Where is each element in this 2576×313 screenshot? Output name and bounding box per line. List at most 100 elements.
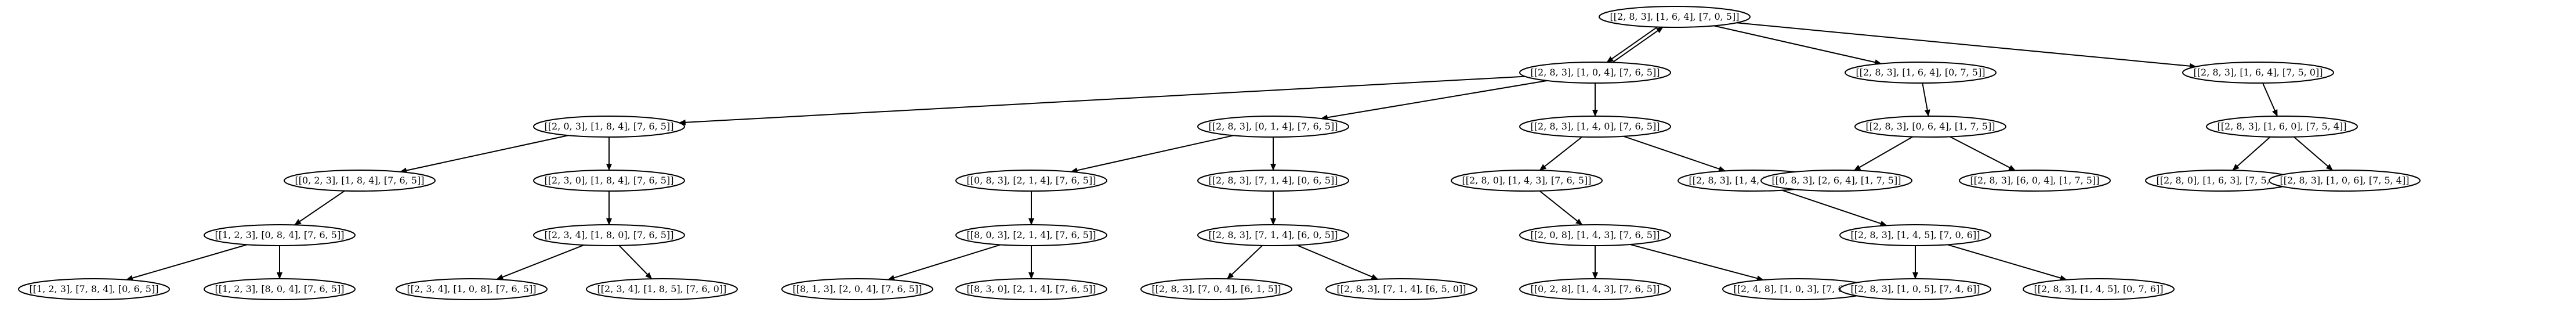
node-label: [[2, 0, 8], [1, 4, 3], [7, 6, 5]] — [1531, 229, 1660, 240]
edge-arrow — [400, 135, 569, 174]
state-node: [[2, 0, 3], [1, 8, 4], [7, 6, 5]] — [533, 116, 685, 138]
state-node: [[2, 3, 4], [1, 0, 8], [7, 6, 5]] — [396, 278, 548, 300]
node-ellipse — [1197, 116, 1349, 138]
state-node: [[1, 2, 3], [0, 8, 4], [7, 6, 5]] — [204, 224, 356, 246]
node-label: [[2, 8, 3], [1, 4, 5], [0, 7, 6]] — [2034, 283, 2164, 294]
edge-arrow — [1539, 136, 1583, 171]
node-ellipse — [204, 278, 356, 300]
edge-arrow — [1296, 244, 1379, 280]
node-ellipse — [1140, 278, 1292, 300]
node-label: [[2, 4, 8], [1, 0, 3], [7, 6, 5]] — [1734, 283, 1863, 294]
node-label: [[2, 3, 4], [1, 0, 8], [7, 6, 5]] — [407, 283, 537, 294]
state-node: [[0, 8, 3], [2, 6, 4], [1, 7, 5]] — [1760, 170, 1912, 192]
node-label: [[2, 8, 3], [1, 0, 6], [7, 5, 4]] — [2280, 175, 2410, 186]
edges-layer — [125, 22, 2334, 282]
node-ellipse — [2182, 62, 2334, 84]
node-ellipse — [1519, 278, 1671, 300]
edge-arrow — [1950, 136, 2016, 171]
state-node: [[2, 8, 3], [7, 1, 4], [6, 0, 5]] — [1197, 224, 1349, 246]
node-label: [[2, 8, 3], [7, 0, 4], [6, 1, 5]] — [1152, 283, 1281, 294]
node-ellipse — [1959, 170, 2111, 192]
edge-arrow — [1070, 135, 1234, 174]
state-node: [[2, 8, 3], [0, 1, 4], [7, 6, 5]] — [1197, 116, 1349, 138]
node-ellipse — [2206, 116, 2358, 138]
node-label: [[2, 8, 3], [1, 6, 0], [7, 5, 4]] — [2218, 121, 2347, 132]
state-node: [[2, 8, 3], [1, 6, 4], [7, 0, 5]] — [1599, 6, 1751, 28]
edge-arrow — [1782, 189, 1887, 226]
node-label: [[0, 8, 3], [2, 6, 4], [1, 7, 5]] — [1772, 175, 1901, 186]
state-node: [[2, 0, 8], [1, 4, 3], [7, 6, 5]] — [1519, 224, 1671, 246]
edge-arrow — [1853, 136, 1914, 171]
edge-arrow — [1623, 135, 1726, 172]
node-ellipse — [1839, 224, 1991, 246]
node-label: [[2, 3, 4], [1, 8, 5], [7, 6, 0]] — [597, 283, 727, 294]
node-ellipse — [1845, 62, 1997, 84]
state-node: [[2, 8, 3], [1, 6, 4], [0, 7, 5]] — [1845, 62, 1997, 84]
state-node: [[2, 8, 3], [1, 4, 5], [0, 7, 6]] — [2023, 278, 2175, 300]
edge-arrow — [1606, 26, 1658, 63]
edge-arrow — [496, 244, 585, 280]
state-node: [[2, 8, 3], [1, 4, 5], [7, 0, 6]] — [1839, 224, 1991, 246]
state-node: [[2, 8, 3], [7, 0, 4], [6, 1, 5]] — [1140, 278, 1292, 300]
edge-arrow — [2293, 136, 2334, 171]
state-node: [[2, 8, 3], [1, 6, 0], [7, 5, 4]] — [2206, 116, 2358, 138]
state-node: [[2, 8, 0], [1, 4, 3], [7, 6, 5]] — [1451, 170, 1603, 192]
edge-arrow — [2232, 136, 2271, 171]
node-ellipse — [204, 224, 356, 246]
node-label: [[1, 2, 3], [7, 8, 4], [0, 6, 5]] — [30, 283, 159, 294]
node-label: [[2, 8, 3], [1, 6, 4], [7, 5, 0]] — [2194, 67, 2323, 78]
state-node: [[1, 2, 3], [7, 8, 4], [0, 6, 5]] — [18, 278, 170, 300]
node-ellipse — [396, 278, 548, 300]
node-label: [[2, 8, 3], [6, 0, 4], [1, 7, 5]] — [1970, 175, 2100, 186]
state-node: [[0, 2, 3], [1, 8, 4], [7, 6, 5]] — [284, 170, 436, 192]
node-label: [[0, 2, 8], [1, 4, 3], [7, 6, 5]] — [1531, 283, 1660, 294]
edge-arrow — [678, 75, 1526, 125]
node-ellipse — [533, 224, 685, 246]
node-label: [[2, 8, 0], [1, 4, 3], [7, 6, 5]] — [1462, 175, 1592, 186]
node-label: [[2, 8, 3], [1, 0, 5], [7, 4, 6]] — [1851, 283, 1980, 294]
node-label: [[2, 8, 3], [7, 1, 4], [6, 5, 0]] — [1337, 283, 1466, 294]
node-ellipse — [1519, 116, 1671, 138]
state-node: [[0, 8, 3], [2, 1, 4], [7, 6, 5]] — [955, 170, 1107, 192]
edge-arrow — [1947, 244, 2067, 281]
edge-arrow — [1227, 245, 1263, 279]
node-ellipse — [955, 224, 1107, 246]
node-ellipse — [1325, 278, 1477, 300]
edge-arrow — [1320, 80, 1548, 121]
state-node: [[2, 8, 3], [1, 6, 4], [7, 5, 0]] — [2182, 62, 2334, 84]
state-node: [[8, 3, 0], [2, 1, 4], [7, 6, 5]] — [955, 278, 1107, 300]
node-ellipse — [781, 278, 933, 300]
node-label: [[2, 8, 3], [0, 6, 4], [1, 7, 5]] — [1866, 121, 1995, 132]
edge-arrow — [1629, 243, 1764, 282]
edge-arrow — [294, 190, 345, 226]
edge-arrow — [125, 244, 248, 281]
node-ellipse — [533, 116, 685, 138]
state-node: [[2, 8, 3], [1, 0, 6], [7, 5, 4]] — [2269, 170, 2421, 192]
node-ellipse — [1197, 224, 1349, 246]
node-label: [[8, 3, 0], [2, 1, 4], [7, 6, 5]] — [967, 283, 1096, 294]
node-ellipse — [1451, 170, 1603, 192]
node-ellipse — [2023, 278, 2175, 300]
node-label: [[0, 8, 3], [2, 1, 4], [7, 6, 5]] — [967, 175, 1096, 186]
node-ellipse — [1197, 170, 1349, 192]
state-node: [[2, 8, 3], [1, 4, 0], [7, 6, 5]] — [1519, 116, 1671, 138]
state-node: [[1, 2, 3], [8, 0, 4], [7, 6, 5]] — [204, 278, 356, 300]
node-label: [[2, 8, 3], [7, 1, 4], [0, 6, 5]] — [1209, 175, 1338, 186]
edge-arrow — [618, 245, 653, 279]
node-label: [[2, 8, 3], [0, 1, 4], [7, 6, 5]] — [1209, 121, 1338, 132]
node-label: [[2, 8, 3], [1, 4, 5], [7, 0, 6]] — [1851, 229, 1980, 240]
edge-arrow — [1612, 26, 1664, 63]
state-node: [[2, 8, 3], [6, 0, 4], [1, 7, 5]] — [1959, 170, 2111, 192]
state-node: [[8, 1, 3], [2, 0, 4], [7, 6, 5]] — [781, 278, 933, 300]
state-node: [[2, 3, 4], [1, 8, 0], [7, 6, 5]] — [533, 224, 685, 246]
node-label: [[1, 2, 3], [0, 8, 4], [7, 6, 5]] — [215, 229, 345, 240]
node-label: [[2, 8, 3], [1, 6, 4], [7, 0, 5]] — [1610, 11, 1740, 22]
node-ellipse — [955, 170, 1107, 192]
node-ellipse — [1519, 62, 1671, 84]
node-label: [[0, 2, 3], [1, 8, 4], [7, 6, 5]] — [295, 175, 425, 186]
node-label: [[2, 3, 4], [1, 8, 0], [7, 6, 5]] — [545, 229, 674, 240]
node-ellipse — [1519, 224, 1671, 246]
node-ellipse — [1854, 116, 2006, 138]
node-label: [[2, 8, 3], [1, 0, 4], [7, 6, 5]] — [1531, 67, 1660, 78]
